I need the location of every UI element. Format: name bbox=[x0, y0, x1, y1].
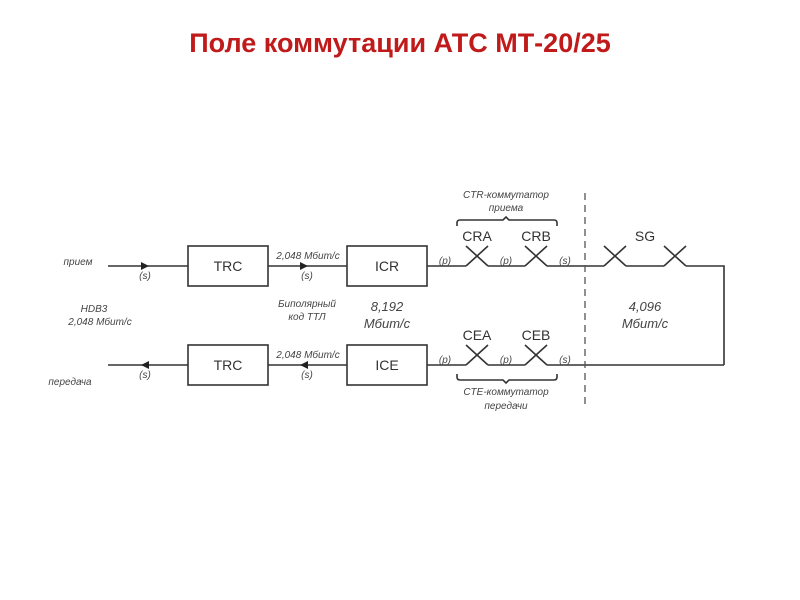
trc-transmit-block bbox=[187, 344, 269, 386]
signal-label: (p) bbox=[500, 256, 512, 267]
cea-label: CEA bbox=[463, 327, 492, 343]
signal-label: (p) bbox=[439, 256, 451, 267]
ctr-label: приема bbox=[489, 203, 524, 214]
line-code: HDB3 bbox=[81, 304, 108, 315]
switch-sg-1 bbox=[603, 245, 627, 267]
ice-label: ICE bbox=[375, 357, 398, 373]
line-rate: 2,048 Мбит/с bbox=[67, 316, 131, 328]
arrow-left-icon bbox=[300, 361, 308, 369]
code-label: Биполярный bbox=[278, 299, 336, 310]
signal-label: (s) bbox=[139, 370, 151, 381]
input-label: прием bbox=[64, 257, 93, 268]
transmit-path bbox=[108, 344, 724, 386]
signal-label: (s) bbox=[559, 355, 571, 366]
trc-receive-block bbox=[187, 245, 269, 287]
switch-sg-2 bbox=[663, 245, 687, 267]
ctr-label: CTR-коммутатор bbox=[463, 190, 549, 201]
page-title: Поле коммутации АТС МТ-20/25 bbox=[189, 28, 611, 58]
signal-label: (s) bbox=[301, 370, 313, 381]
switch-cra bbox=[465, 245, 489, 267]
sg-label: SG bbox=[635, 228, 655, 244]
ctr-brace bbox=[456, 215, 558, 226]
crb-label: CRB bbox=[521, 228, 551, 244]
arrow-left-icon bbox=[141, 361, 149, 369]
trc-label: TRC bbox=[214, 357, 243, 373]
ceb-label: CEB bbox=[522, 327, 551, 343]
signal-label: (p) bbox=[439, 355, 451, 366]
icr-label: ICR bbox=[375, 258, 399, 274]
signal-label: (s) bbox=[139, 271, 151, 282]
rate-8192: 8,192 bbox=[371, 299, 404, 314]
rate-8192-unit: Мбит/с bbox=[364, 316, 411, 331]
cte-label: передачи bbox=[484, 401, 528, 412]
switch-crb bbox=[524, 245, 548, 267]
output-label: передача bbox=[48, 377, 92, 388]
arrow-right-icon bbox=[141, 262, 149, 270]
code-label: код ТТЛ bbox=[288, 312, 325, 323]
signal-label: (s) bbox=[559, 256, 571, 267]
switch-cea bbox=[465, 344, 489, 366]
signal-label: (p) bbox=[500, 355, 512, 366]
rate-label: 2,048 Мбит/с bbox=[275, 349, 339, 361]
switch-ceb bbox=[524, 344, 548, 366]
cra-label: CRA bbox=[462, 228, 492, 244]
signal-label: (s) bbox=[301, 271, 313, 282]
rate-4096-unit: Мбит/с bbox=[622, 316, 669, 331]
rate-label: 2,048 Мбит/с bbox=[275, 250, 339, 262]
receive-path bbox=[108, 245, 725, 365]
cte-brace bbox=[456, 374, 558, 385]
icr-block bbox=[346, 245, 428, 287]
cte-label: CTE-коммутатор bbox=[463, 387, 549, 398]
arrow-right-icon bbox=[300, 262, 308, 270]
rate-4096: 4,096 bbox=[629, 299, 662, 314]
trc-label: TRC bbox=[214, 258, 243, 274]
ice-block bbox=[346, 344, 428, 386]
